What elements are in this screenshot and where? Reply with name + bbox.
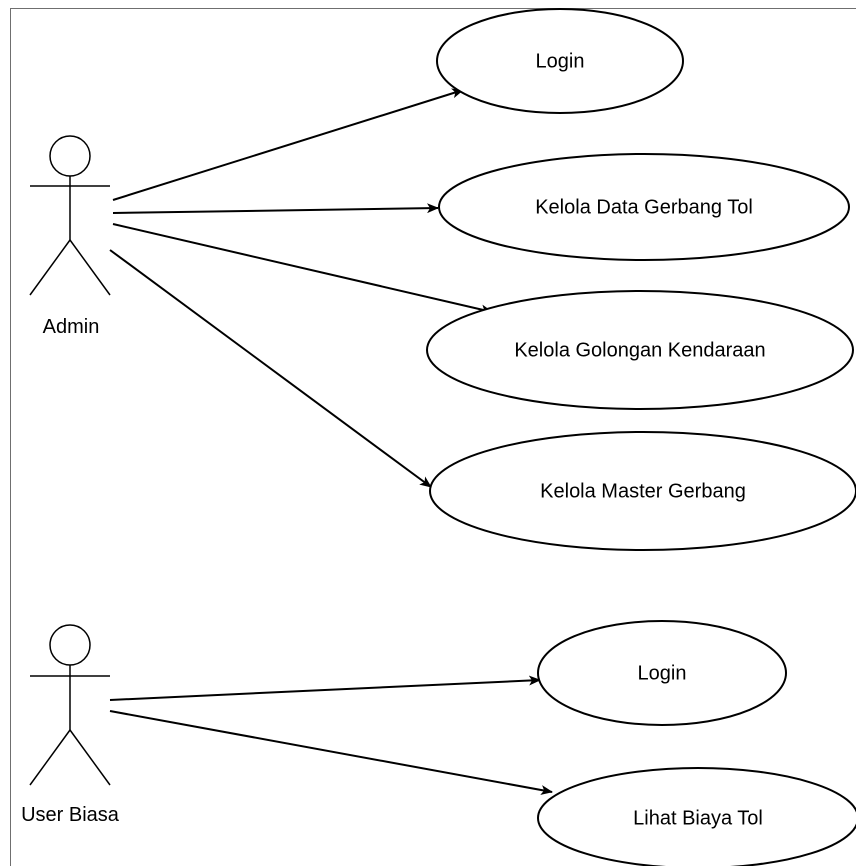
use-case-label: Kelola Data Gerbang Tol [535, 196, 753, 218]
association-admin-to-kelola-master-gerbang [109, 249, 432, 488]
association-user-to-user-login [109, 675, 541, 701]
use-case-shape [429, 431, 856, 551]
actor-head [49, 135, 91, 177]
use-case-shape [537, 767, 856, 866]
actor-head [49, 624, 91, 666]
association-admin-to-kelola-golongan-kendaraan [112, 223, 493, 315]
use-case-label: Kelola Master Gerbang [540, 480, 746, 502]
association-admin-to-admin-login [112, 88, 464, 201]
use-case-admin-login[interactable]: Login [436, 8, 684, 114]
actor-label: Admin [43, 316, 100, 338]
use-case-shape [438, 153, 850, 261]
use-case-shape [426, 290, 854, 410]
association-admin-to-kelola-data-gerbang-tol [112, 203, 439, 214]
actor-label: User Biasa [21, 804, 120, 826]
actor-left-leg [29, 729, 71, 786]
use-case-kelola-data-gerbang-tol[interactable]: Kelola Data Gerbang Tol [438, 153, 850, 261]
associations [109, 88, 553, 795]
actor-admin[interactable]: Admin [29, 135, 111, 338]
actor-right-leg [69, 729, 111, 786]
use-case-kelola-master-gerbang[interactable]: Kelola Master Gerbang [429, 431, 856, 551]
association-user-to-lihat-biaya-tol [109, 710, 553, 795]
use-case-label: Kelola Golongan Kendaraan [514, 339, 765, 361]
actor-left-leg [29, 239, 71, 296]
use-case-label: Lihat Biaya Tol [633, 807, 763, 829]
actor-user-biasa[interactable]: User Biasa [21, 624, 120, 826]
use-case-lihat-biaya-tol[interactable]: Lihat Biaya Tol [537, 767, 856, 866]
use-case-shape [537, 620, 787, 726]
use-case-kelola-golongan-kendaraan[interactable]: Kelola Golongan Kendaraan [426, 290, 854, 410]
use-case-user-login[interactable]: Login [537, 620, 787, 726]
use-case-shape [436, 8, 684, 114]
use-case-label: Login [638, 662, 687, 684]
use-case-label: Login [536, 50, 585, 72]
actor-right-leg [69, 239, 111, 296]
